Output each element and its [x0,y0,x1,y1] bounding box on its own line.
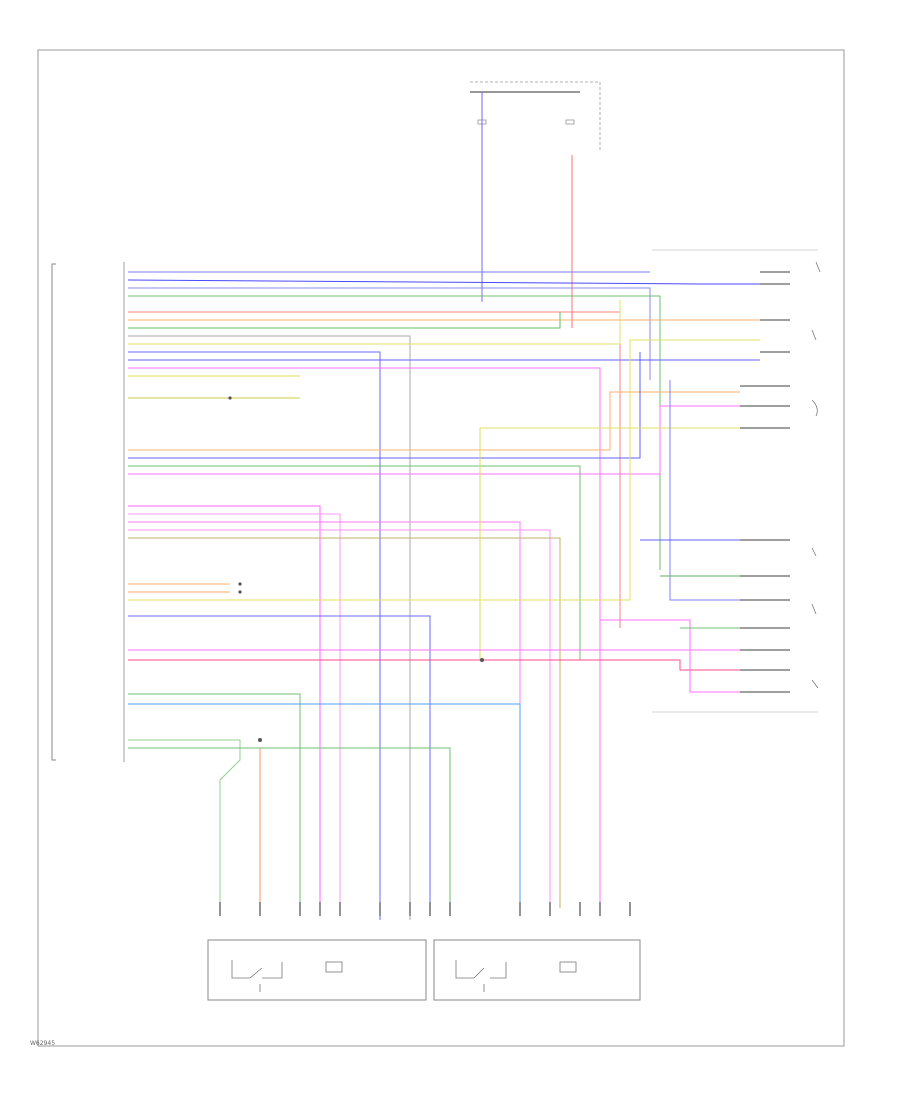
right-switch-symbols [811,261,821,689]
left-seat-heater-element [325,961,343,973]
lower-harness-wires [128,339,760,908]
right-connector-stubs [740,271,790,693]
diagram-border [37,49,845,1047]
left-module-bracket [51,263,56,761]
splice-dots [228,396,484,742]
left-seat-switch-symbol [231,960,283,979]
right-seat-heater-element [559,961,577,973]
bottom-connector-pins [219,902,631,916]
right-seat-module-box [433,939,641,1001]
middle-harness-wires [128,352,750,908]
diagram-footer-code: W62945 [30,1040,56,1047]
harness-wires [127,271,760,920]
fuse-right [565,119,575,125]
right-seat-switch-symbol [455,960,507,979]
fuse-box-outline [470,81,601,150]
left-seat-module-box [207,939,427,1001]
